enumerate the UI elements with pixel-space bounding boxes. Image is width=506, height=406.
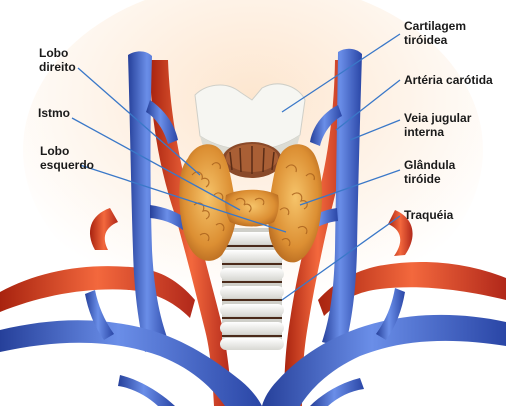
label-glandula-tiroide: Glândula tiróide <box>404 158 455 186</box>
label-veia-jugular-interna: Veia jugular interna <box>404 111 471 139</box>
label-lobo-direito: Lobo direito <box>39 46 76 74</box>
label-cartilagem-tiroidea: Cartilagem tiróidea <box>404 19 466 47</box>
label-lobo-esquerdo: Lobo esquerdo <box>40 144 94 172</box>
label-arteria-carotida: Artéria carótida <box>404 73 493 87</box>
label-traqueia: Traquéia <box>404 208 453 222</box>
label-istmo: Istmo <box>38 106 70 120</box>
